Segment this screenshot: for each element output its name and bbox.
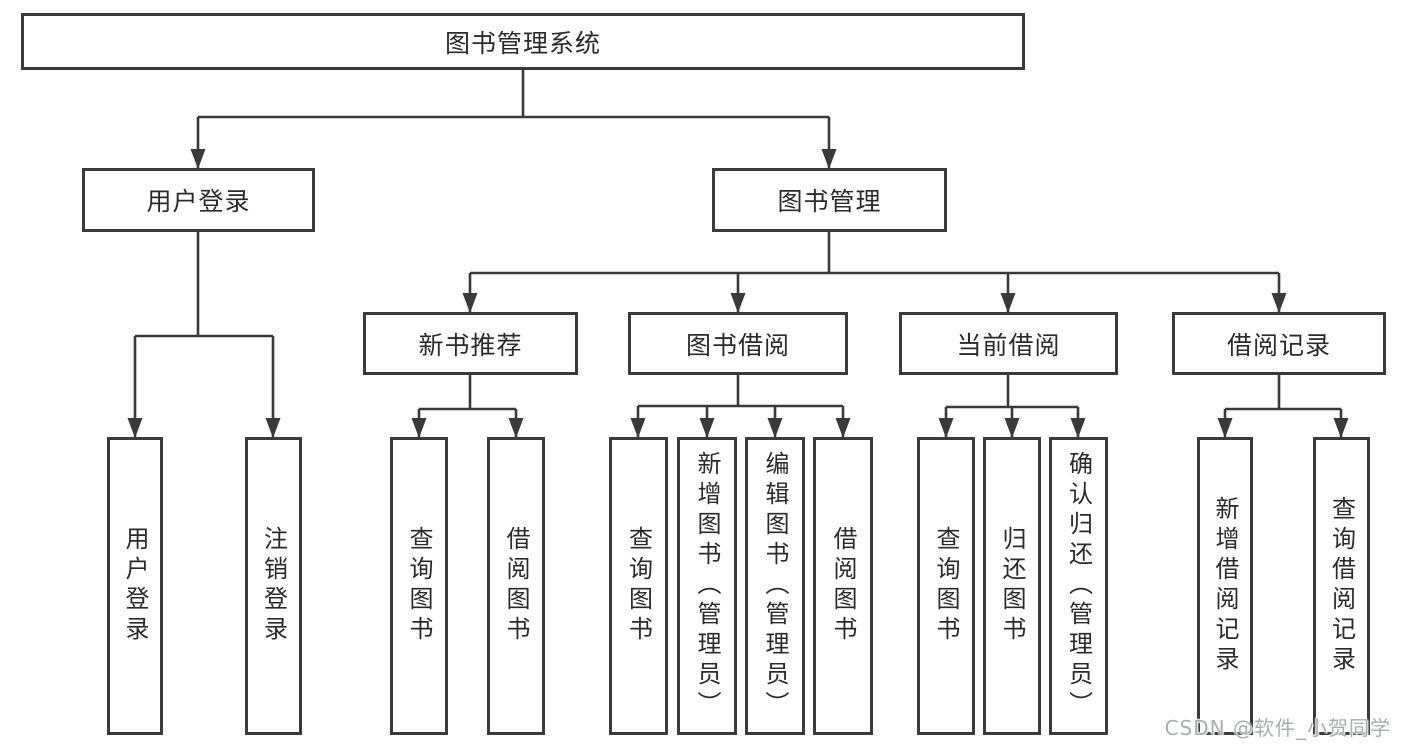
node-book-borrowing: 图书借阅: [628, 312, 848, 375]
leaf-add-books-admin: 新增图书（管理员）: [677, 437, 737, 735]
node-label: 用户登录: [121, 526, 149, 646]
node-label: 图书管理系统: [444, 28, 601, 58]
leaf-edit-books-admin: 编辑图书（管理员）: [745, 437, 805, 735]
node-label: 借阅记录: [1226, 330, 1331, 360]
node-label: 新书推荐: [418, 330, 523, 360]
leaf-query-books: 查询图书: [609, 437, 668, 735]
leaf-add-borrow-record: 新增借阅记录: [1197, 437, 1253, 735]
csdn-watermark: CSDN @软件_小贺同学: [1164, 716, 1391, 740]
node-label: 借阅图书: [829, 526, 857, 646]
node-user-login: 用户登录: [82, 168, 315, 232]
node-borrowing-records: 借阅记录: [1172, 312, 1386, 375]
node-label: 归还图书: [998, 526, 1026, 646]
leaf-query-books: 查询图书: [390, 437, 448, 735]
node-label: 编辑图书（管理员）: [761, 451, 789, 721]
node-label: 用户登录: [146, 187, 251, 216]
node-label: 查询图书: [932, 526, 960, 646]
leaf-query-borrow-record: 查询借阅记录: [1313, 437, 1370, 735]
node-label: 新增借阅记录: [1211, 496, 1239, 676]
node-current-borrowing: 当前借阅: [899, 312, 1118, 375]
node-label: 当前借阅: [956, 330, 1061, 360]
leaf-return-books: 归还图书: [983, 437, 1041, 735]
leaf-borrow-books: 借阅图书: [813, 437, 873, 735]
leaf-query-books: 查询图书: [917, 437, 975, 735]
node-label: 查询借阅记录: [1327, 496, 1356, 676]
node-library-management-system: 图书管理系统: [21, 13, 1025, 70]
node-label: 注销登录: [259, 526, 288, 646]
leaf-confirm-return-admin: 确认归还（管理员）: [1049, 437, 1108, 735]
node-label: 查询图书: [405, 526, 433, 646]
node-label: 借阅图书: [502, 526, 530, 646]
node-label: 确认归还（管理员）: [1064, 451, 1093, 721]
node-book-management: 图书管理: [712, 168, 947, 232]
leaf-user-login: 用户登录: [107, 437, 163, 735]
node-label: 新增图书（管理员）: [693, 451, 721, 721]
node-label: 图书管理: [777, 187, 882, 216]
node-new-book-recommendation: 新书推荐: [363, 312, 578, 375]
leaf-borrow-books: 借阅图书: [487, 437, 545, 735]
node-label: 图书借阅: [685, 330, 790, 360]
node-label: 查询图书: [624, 526, 653, 646]
leaf-logout: 注销登录: [245, 437, 302, 735]
